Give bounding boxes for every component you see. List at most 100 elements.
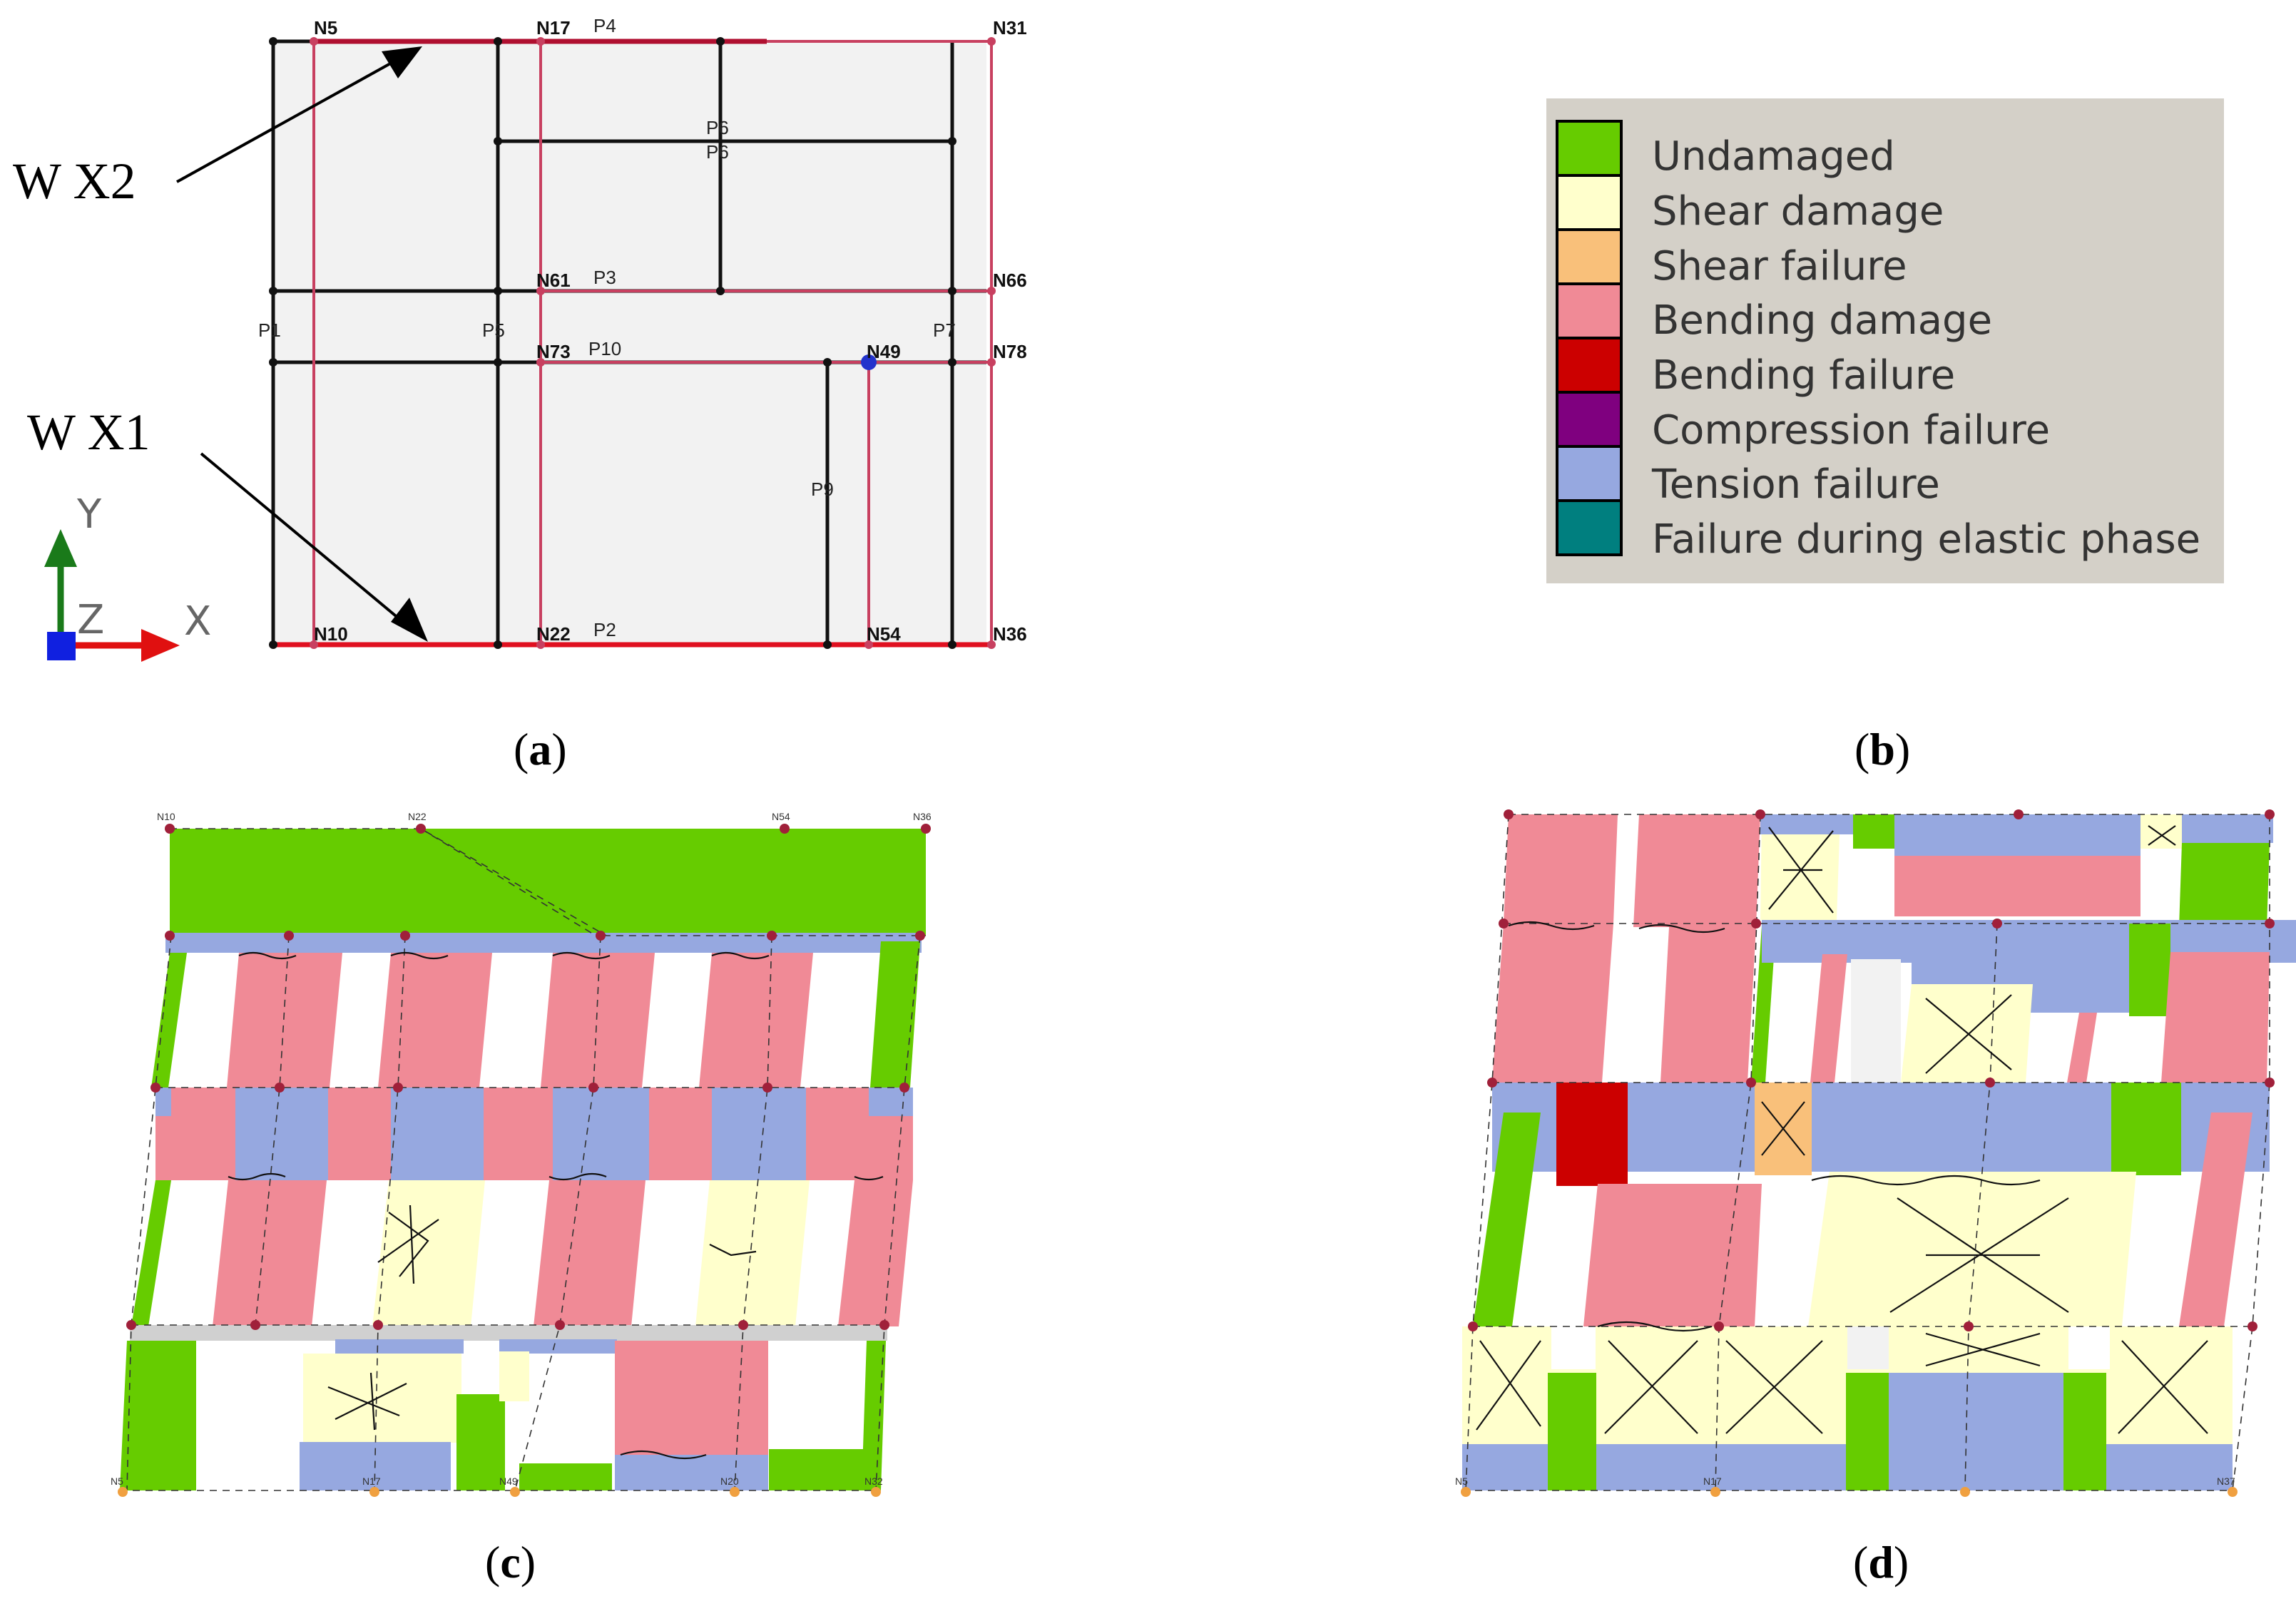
d-green-mid-right bbox=[2129, 924, 2170, 1016]
pier-ground-green-strip-2 bbox=[769, 1449, 869, 1490]
d-pink-lower-right bbox=[2179, 1113, 2252, 1326]
pier-lower-4 bbox=[695, 1180, 810, 1326]
d-pink-top-long bbox=[1894, 856, 2141, 916]
legend-swatch bbox=[1556, 445, 1623, 502]
d-ground-white-1 bbox=[1551, 1326, 1596, 1369]
caption-a: (a) bbox=[514, 724, 567, 774]
node-label-c-base4: N20 bbox=[720, 1475, 739, 1487]
pier-ground-green-small bbox=[456, 1394, 505, 1490]
d-ground-grey bbox=[1847, 1326, 1889, 1369]
node-label-n5: N5 bbox=[314, 17, 337, 39]
legend-entry-shear-failure: Shear failure bbox=[1556, 228, 1907, 290]
d-green-top-right bbox=[2179, 843, 2270, 927]
legend-box bbox=[1546, 98, 2224, 583]
arrow-x1 bbox=[200, 452, 409, 628]
legend-entry-compression-failure: Compression failure bbox=[1556, 391, 2050, 454]
plan-red-lines bbox=[312, 40, 993, 645]
node-label-n36: N36 bbox=[993, 623, 1027, 645]
legend-label: Shear damage bbox=[1652, 188, 1944, 235]
ground-lintel bbox=[130, 1325, 887, 1341]
node-label-c-base3: N49 bbox=[499, 1475, 518, 1487]
d-ground-green-1b bbox=[1548, 1444, 1596, 1490]
caption-b: (b) bbox=[1854, 724, 1910, 774]
pier-ground-left bbox=[120, 1341, 196, 1490]
d-blue-top-right bbox=[2182, 814, 2273, 843]
pier-upper-4 bbox=[699, 953, 813, 1088]
pier-lower-left bbox=[131, 1180, 171, 1326]
ground-lintel-blue-2 bbox=[499, 1339, 617, 1354]
panel-c-cracks bbox=[228, 951, 884, 1460]
node-label-n73: N73 bbox=[536, 341, 571, 362]
legend-entry-elastic-failure: Failure during elastic phase bbox=[1556, 499, 2200, 563]
d-shear-top-3 bbox=[1760, 814, 1840, 920]
panel-label-p10: P10 bbox=[588, 338, 621, 359]
node-label-n61: N61 bbox=[536, 270, 571, 291]
legend-swatch bbox=[1556, 228, 1623, 285]
pier-ground-right bbox=[862, 1341, 886, 1490]
node-label-n66: N66 bbox=[993, 270, 1027, 291]
node-label-c-top1: N10 bbox=[157, 811, 175, 822]
node-label-n22: N22 bbox=[536, 623, 571, 645]
panel-d: N5 N17 N37 (d) bbox=[1455, 809, 2296, 1587]
d-ground-green-2b bbox=[1846, 1444, 1889, 1490]
d-grey-mid bbox=[1851, 959, 1901, 1084]
caption-c: (c) bbox=[485, 1537, 536, 1587]
d-ground-white-2 bbox=[2068, 1326, 2110, 1369]
panel-label-p3: P3 bbox=[593, 267, 616, 288]
legend-label: Bending damage bbox=[1652, 297, 1992, 344]
legend-swatch bbox=[1556, 174, 1623, 231]
d-pink-lower-big bbox=[1583, 1184, 1762, 1326]
pier-upper-3 bbox=[541, 953, 655, 1088]
d-shear-top-right bbox=[2141, 814, 2182, 849]
panel-d-frame-lines bbox=[1462, 814, 2270, 1491]
panel-c-base-dots bbox=[118, 1487, 881, 1497]
legend-swatch bbox=[1556, 120, 1623, 177]
panel-d-node-dots bbox=[1468, 809, 2275, 1331]
panel-label-p6b: P6 bbox=[706, 141, 729, 163]
node-label-n49: N49 bbox=[867, 341, 901, 362]
panel-d-base-dots bbox=[1461, 1487, 2238, 1497]
pier-lower-2 bbox=[372, 1180, 485, 1326]
panel-c-node-dots bbox=[126, 824, 931, 1330]
pier-upper-2 bbox=[378, 953, 492, 1088]
node-label-c-top4: N36 bbox=[913, 811, 932, 822]
node-label-d-b1: N5 bbox=[1455, 1475, 1468, 1487]
element-top-spandrel bbox=[170, 829, 926, 936]
d-pier-mid-1 bbox=[1492, 924, 1613, 1083]
d-green-band-right bbox=[2111, 1083, 2181, 1175]
node-label-d-b3: N37 bbox=[2217, 1475, 2235, 1487]
arrowhead-x2 bbox=[382, 46, 422, 78]
panel-c: N10 N22 N54 N36 N5 N17 N49 N20 N32 (c) bbox=[111, 811, 932, 1587]
legend-entry-bending-failure: Bending failure bbox=[1556, 337, 1955, 399]
axis-triad: Y Z X bbox=[44, 491, 211, 662]
panel-d-cracks bbox=[1476, 825, 2208, 1434]
panel-label-p9: P9 bbox=[811, 479, 834, 500]
d-red-bending-failure bbox=[1556, 1083, 1628, 1186]
pier-ground-bending bbox=[615, 1341, 768, 1456]
wall-label-x1: W X1 bbox=[27, 404, 150, 461]
panel-b: Undamaged Shear damage Shear failure Ben… bbox=[1546, 98, 2224, 774]
element-tie-band-top bbox=[165, 933, 922, 953]
legend-label: Compression failure bbox=[1652, 407, 2050, 454]
band-middle-blue-4 bbox=[712, 1088, 806, 1180]
legend-label: Failure during elastic phase bbox=[1652, 516, 2200, 563]
axis-x-label: X bbox=[184, 598, 211, 645]
arrowhead-x1 bbox=[391, 598, 428, 642]
panel-label-p2: P2 bbox=[593, 619, 616, 640]
d-pink-mid-small bbox=[2067, 1013, 2097, 1083]
band-middle-blue-left bbox=[155, 1088, 171, 1116]
pier-lower-1 bbox=[213, 1180, 327, 1326]
pier-ground-shear bbox=[303, 1354, 461, 1443]
pier-upper-left bbox=[151, 953, 187, 1088]
panel-label-p1: P1 bbox=[258, 319, 281, 341]
d-pier-top-1 bbox=[1504, 814, 1618, 924]
legend-swatch bbox=[1556, 337, 1623, 394]
legend-label: Bending failure bbox=[1652, 352, 1955, 399]
d-pink-mid-slim bbox=[1810, 954, 1847, 1083]
pier-upper-right bbox=[870, 941, 920, 1088]
node-label-n31: N31 bbox=[993, 17, 1027, 39]
axis-z-label: Z bbox=[77, 597, 104, 643]
node-label-c-top3: N54 bbox=[772, 811, 790, 822]
panel-label-p7: P7 bbox=[933, 319, 956, 341]
pier-ground-yellow-small bbox=[499, 1351, 529, 1401]
